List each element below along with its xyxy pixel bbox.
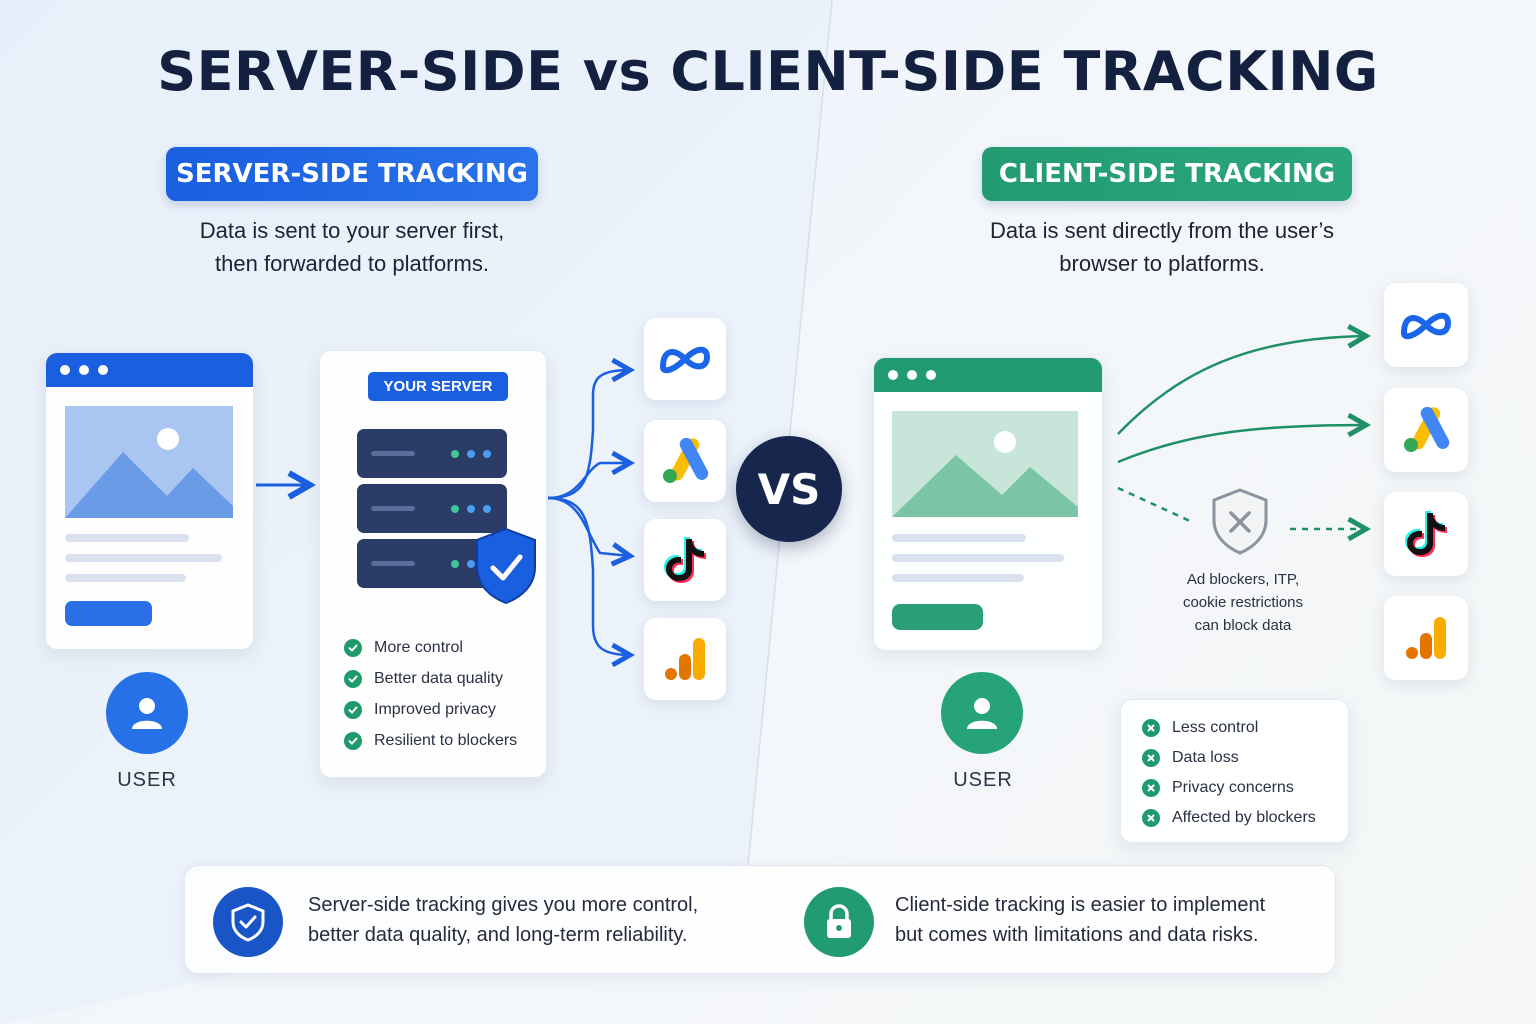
server-side-description: Data is sent to your server first, then … <box>199 218 505 276</box>
client-side-pill: CLIENT-SIDE TRACKING <box>982 147 1352 201</box>
x-circle-icon <box>1142 749 1160 767</box>
server-benefits-list: More control Better data quality Improve… <box>344 632 517 756</box>
google-analytics-icon <box>1384 596 1468 680</box>
client-drawbacks-list: Less control Data loss Privacy concerns … <box>1142 713 1316 833</box>
user-avatar-icon <box>941 672 1023 754</box>
lock-icon <box>804 887 874 957</box>
list-item: Improved privacy <box>344 694 517 725</box>
x-circle-icon <box>1142 719 1160 737</box>
tiktok-icon <box>644 519 726 601</box>
x-circle-icon <box>1142 809 1160 827</box>
blocker-note: Ad blockers, ITP, cookie restrictions ca… <box>1182 571 1304 634</box>
list-item: Data loss <box>1142 743 1316 773</box>
image-placeholder-icon <box>65 406 233 518</box>
list-item: Affected by blockers <box>1142 803 1316 833</box>
google-ads-icon <box>1384 388 1468 472</box>
summary-panel: Server-side tracking gives you more cont… <box>184 865 1336 974</box>
check-icon <box>344 731 362 750</box>
list-item: Less control <box>1142 713 1316 743</box>
server-side-pill: SERVER-SIDE TRACKING <box>166 147 538 201</box>
server-browser-window <box>45 352 254 650</box>
your-server-card: YOUR SERVER More control Better data qua… <box>319 350 547 778</box>
google-analytics-icon <box>644 618 726 700</box>
browser-button <box>892 604 983 630</box>
image-placeholder-icon <box>892 411 1078 517</box>
check-icon <box>344 700 362 719</box>
client-browser-window <box>873 357 1103 651</box>
server-rack-icon <box>357 429 536 605</box>
blocked-shield-icon <box>1212 488 1268 555</box>
browser-button <box>65 601 152 626</box>
client-drawbacks-card: Less control Data loss Privacy concerns … <box>1120 699 1349 843</box>
your-server-badge: YOUR SERVER <box>368 372 508 401</box>
list-item: More control <box>344 632 517 663</box>
vs-badge: VS <box>736 436 842 542</box>
browser-titlebar <box>46 353 253 387</box>
tiktok-icon <box>1384 492 1468 576</box>
x-circle-icon <box>1142 779 1160 797</box>
user-avatar-icon <box>106 672 188 754</box>
server-user-label: USER <box>117 769 177 791</box>
client-side-description: Data is sent directly from the user’s br… <box>990 218 1334 276</box>
list-item: Privacy concerns <box>1142 773 1316 803</box>
meta-icon <box>644 318 726 400</box>
browser-titlebar <box>874 358 1102 392</box>
client-summary-text: Client-side tracking is easier to implem… <box>895 894 1266 946</box>
meta-icon <box>1384 283 1468 367</box>
page-title: SERVER-SIDE vs CLIENT-SIDE TRACKING <box>157 40 1379 103</box>
list-item: Better data quality <box>344 663 517 694</box>
check-icon <box>344 638 362 657</box>
client-user-label: USER <box>953 769 1013 791</box>
server-summary-text: Server-side tracking gives you more cont… <box>308 894 699 946</box>
check-icon <box>344 669 362 688</box>
google-ads-icon <box>644 420 726 502</box>
shield-check-icon <box>213 887 283 957</box>
list-item: Resilient to blockers <box>344 725 517 756</box>
